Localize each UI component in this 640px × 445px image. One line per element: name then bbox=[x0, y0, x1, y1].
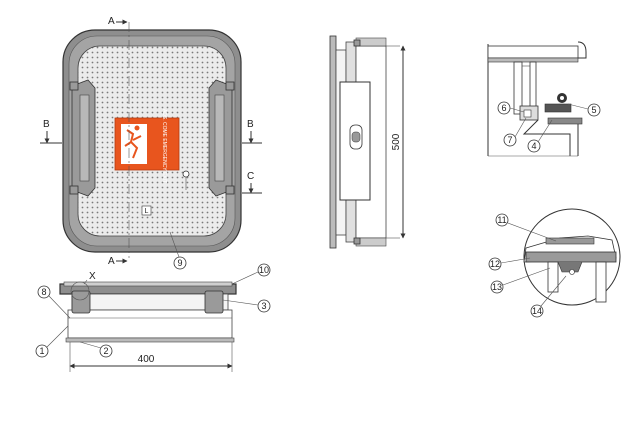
svg-text:8: 8 bbox=[41, 287, 46, 297]
svg-text:13: 13 bbox=[492, 282, 502, 292]
callout-6: 6 bbox=[497, 101, 525, 115]
section-a-top-label: A bbox=[108, 16, 115, 27]
section-markers: A A B B C bbox=[40, 16, 262, 267]
height-dimension: 500 bbox=[391, 45, 406, 239]
svg-text:12: 12 bbox=[490, 259, 500, 269]
height-dimension-label: 500 bbox=[391, 133, 402, 150]
emergency-exit-sign: ADS. COME EMERGENCY EXIT bbox=[114, 109, 180, 183]
svg-text:10: 10 bbox=[259, 265, 269, 275]
front-view: ADS. COME EMERGENCY EXIT L bbox=[62, 22, 242, 258]
section-b-right-label: B bbox=[247, 119, 254, 130]
svg-text:11: 11 bbox=[497, 215, 506, 225]
callout-10: 10 bbox=[231, 263, 271, 285]
svg-text:3: 3 bbox=[261, 301, 266, 311]
section-a-bottom-label: A bbox=[108, 256, 115, 267]
callout-5: 5 bbox=[567, 103, 601, 117]
detail-x-label: X bbox=[89, 271, 96, 282]
callout-13: 13 bbox=[490, 267, 551, 294]
callout-8: 8 bbox=[37, 285, 71, 319]
side-view bbox=[329, 35, 400, 249]
plate-l-mark: L bbox=[145, 208, 149, 215]
callout-14: 14 bbox=[530, 275, 567, 318]
svg-text:14: 14 bbox=[532, 306, 542, 316]
sign-text: ADS. COME EMERGENCY EXIT bbox=[161, 109, 167, 183]
callout-2: 2 bbox=[79, 341, 113, 358]
callout-1: 1 bbox=[35, 325, 69, 358]
detail-view-x bbox=[523, 208, 621, 306]
width-dimension-label: 400 bbox=[138, 354, 155, 365]
callout-7: 7 bbox=[503, 117, 527, 147]
svg-text:7: 7 bbox=[507, 135, 512, 145]
callout-12: 12 bbox=[488, 257, 531, 271]
detail-view-hinge bbox=[487, 41, 587, 157]
svg-text:6: 6 bbox=[501, 103, 506, 113]
svg-text:4: 4 bbox=[531, 141, 536, 151]
section-view: X bbox=[59, 271, 237, 343]
right-handle bbox=[208, 79, 235, 197]
callout-11: 11 bbox=[495, 213, 557, 242]
width-dimension: 400 bbox=[69, 342, 233, 372]
section-b-left-label: B bbox=[43, 119, 50, 130]
callout-9: 9 bbox=[169, 231, 187, 270]
svg-text:2: 2 bbox=[103, 346, 108, 356]
callout-3: 3 bbox=[222, 299, 271, 313]
section-right-hinge bbox=[204, 290, 224, 314]
left-handle bbox=[69, 79, 96, 197]
callout-4: 4 bbox=[527, 119, 553, 153]
section-c-right-label: C bbox=[247, 171, 254, 182]
svg-text:5: 5 bbox=[591, 105, 596, 115]
center-fastener bbox=[182, 170, 190, 178]
section-left-hinge bbox=[71, 290, 91, 314]
svg-text:1: 1 bbox=[39, 346, 44, 356]
svg-text:9: 9 bbox=[177, 258, 182, 268]
